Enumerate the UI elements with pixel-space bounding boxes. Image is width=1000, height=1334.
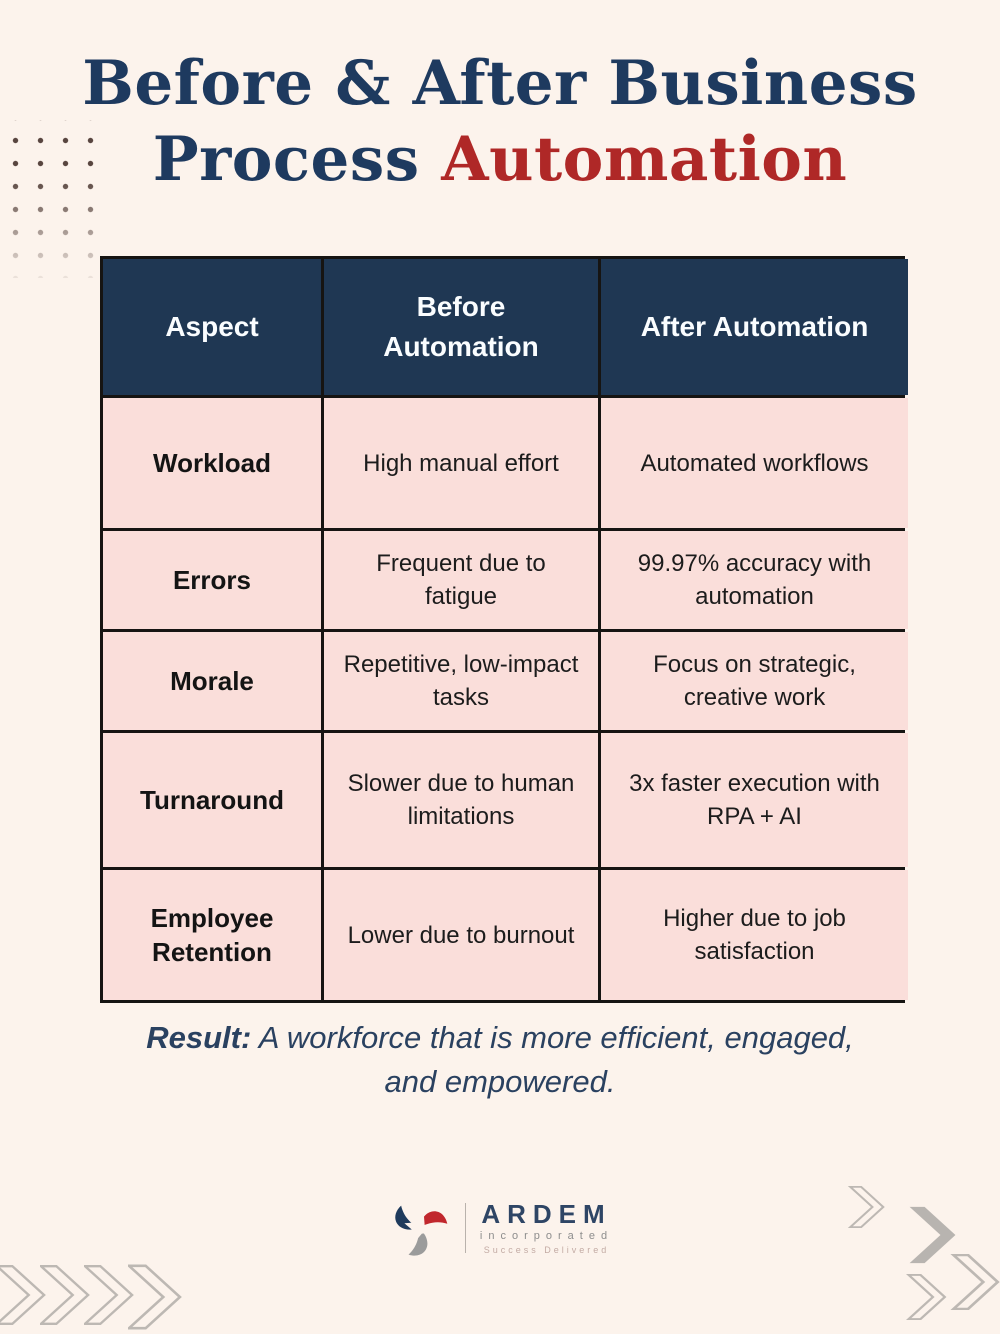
table-row-retention-after: Higher due to job satisfaction — [601, 870, 908, 1000]
comparison-table: Aspect Before Automation After Automatio… — [100, 256, 908, 1003]
table-row-morale-aspect: Morale — [103, 632, 321, 730]
chevron-right-icon — [909, 1206, 956, 1264]
pinwheel-icon — [395, 1205, 448, 1256]
chevron-right-icon — [128, 1264, 182, 1330]
table-row-errors-after: 99.97% accuracy with automation — [601, 531, 908, 629]
result-text: A workforce that is more efficient, enga… — [251, 1020, 854, 1099]
table-row-morale-after: Focus on strategic, creative work — [601, 632, 908, 730]
column-header-before: Before Automation — [324, 259, 598, 395]
table-row-morale-before: Repetitive, low-impact tasks — [324, 632, 598, 730]
page-title-line1: Before & After Business — [82, 48, 918, 119]
result-statement: Result: A workforce that is more efficie… — [0, 1016, 1000, 1104]
table-row-errors-aspect: Errors — [103, 531, 321, 629]
logo-name: ARDEM — [481, 1199, 612, 1229]
page-title-accent-word: Automation — [441, 124, 848, 195]
logo-tagline: Success Delivered — [483, 1245, 610, 1255]
table-row-retention-before: Lower due to burnout — [324, 870, 598, 1000]
table-row-errors-before: Frequent due to fatigue — [324, 531, 598, 629]
table-row-workload-aspect: Workload — [103, 398, 321, 528]
dot-grid-pattern — [0, 120, 94, 278]
table-row-workload-after: Automated workflows — [601, 398, 908, 528]
chevron-right-icon — [950, 1254, 1000, 1310]
logo-divider — [464, 1203, 466, 1253]
column-header-after: After Automation — [601, 259, 908, 395]
page-title-line2: Process Automation — [152, 124, 848, 195]
table-row-turnaround-after: 3x faster execution with RPA + AI — [601, 733, 908, 867]
chevron-right-icon — [905, 1274, 947, 1320]
result-label: Result: — [146, 1020, 252, 1055]
column-header-aspect: Aspect — [103, 259, 321, 395]
table-row-retention-aspect: Employee Retention — [103, 870, 321, 1000]
table-row-workload-before: High manual effort — [324, 398, 598, 528]
chevron-right-icon — [847, 1186, 885, 1228]
chevron-right-icon — [84, 1264, 134, 1326]
table-row-turnaround-aspect: Turnaround — [103, 733, 321, 867]
logo-subtitle: incorporated — [479, 1230, 614, 1242]
page-title: Before & After Business Process Automati… — [0, 46, 1000, 198]
chevron-right-icon — [40, 1264, 90, 1326]
ardem-logo: ARDEM incorporated Success Delivered — [0, 1196, 1000, 1260]
table-row-turnaround-before: Slower due to human limitations — [324, 733, 598, 867]
